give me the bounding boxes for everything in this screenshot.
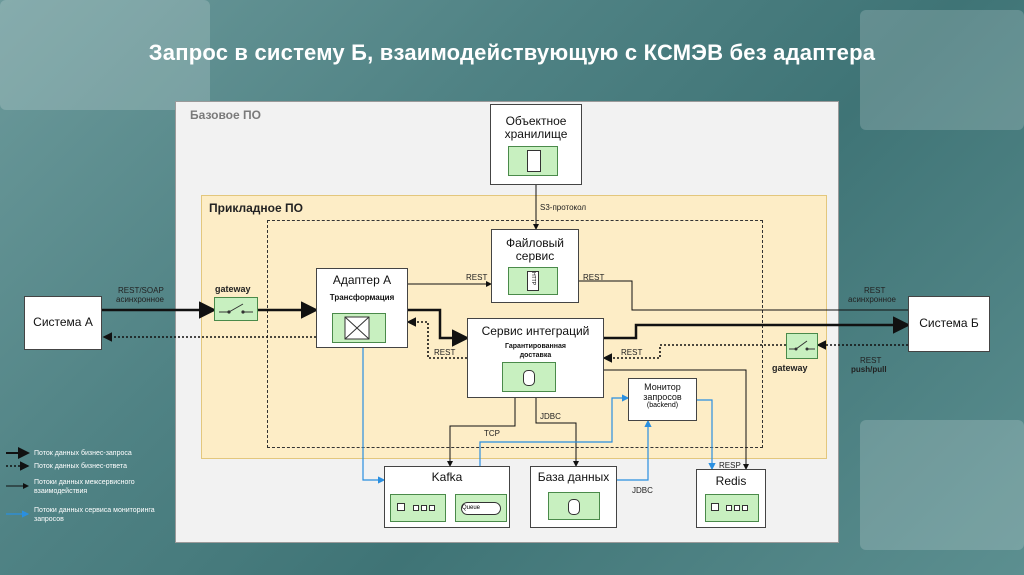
rest-integration-return-label: REST xyxy=(621,348,643,357)
transformation-label: Трансформация xyxy=(329,293,395,302)
object-storage-node[interactable]: Объектное хранилище xyxy=(490,104,582,185)
request-flow-integration-b xyxy=(602,316,911,340)
producer-icon xyxy=(397,503,405,511)
http-tag: HTTP xyxy=(530,272,536,286)
object-storage-component xyxy=(508,146,558,176)
base-software-title: Базовое ПО xyxy=(190,108,261,122)
s3-protocol-label: S3-протокол xyxy=(540,203,587,212)
rest-soap-label: REST/SOAP xyxy=(118,286,164,295)
integration-kafka-link xyxy=(447,393,518,467)
async-right-label: асинхронное xyxy=(848,295,896,304)
legend-monitoring: Потоки данных сервиса мониторинга запрос… xyxy=(34,507,155,523)
switch-icon xyxy=(219,303,253,314)
response-flow-gateway-integration xyxy=(602,344,786,363)
jdbc-monitor-label: JDBC xyxy=(632,486,653,495)
file-service-label: Файловый сервис xyxy=(505,236,564,263)
system-b-label: Система Б xyxy=(919,316,979,330)
database-label: База данных xyxy=(537,470,610,484)
transformation-component xyxy=(332,313,386,343)
background-shape xyxy=(860,10,1024,130)
rest-file-right-label: REST xyxy=(583,273,605,282)
guaranteed-delivery-label: Гарантированная доставка xyxy=(505,343,566,359)
background-shape xyxy=(860,420,1024,550)
integration-service-label: Сервис интеграций xyxy=(481,324,590,338)
database-component xyxy=(548,492,600,520)
redis-label: Redis xyxy=(715,474,747,488)
system-a-node[interactable]: Система А xyxy=(24,296,102,350)
delivery-component xyxy=(502,362,556,392)
monitor-redis-link xyxy=(691,396,716,471)
tcp-label: TCP xyxy=(484,429,500,438)
integration-redis-link xyxy=(599,367,749,470)
legend-business-response: Поток данных бизнес-ответа xyxy=(34,463,127,470)
producer-icon xyxy=(421,505,427,511)
file-b-link xyxy=(565,278,908,311)
queue-label: Queue xyxy=(462,505,481,511)
queue-icon: Queue xyxy=(461,502,501,515)
kafka-monitor-link xyxy=(479,394,630,466)
response-flow-integration-adapter xyxy=(406,317,467,359)
gateway-right-component xyxy=(786,333,818,359)
gateway-left-component xyxy=(214,297,258,321)
slide-title: Запрос в систему Б, взаимодействующую с … xyxy=(148,40,876,65)
database-icon xyxy=(568,499,580,515)
http-icon: HTTP xyxy=(527,271,539,291)
switch-icon xyxy=(789,340,815,351)
request-monitor-node[interactable]: Монитор запросов (backend) xyxy=(628,378,697,421)
gateway-right-label: gateway xyxy=(772,363,808,373)
rest-right-label: REST xyxy=(864,286,886,295)
db-monitor-link xyxy=(617,419,652,481)
async-left-label: асинхронное xyxy=(116,295,164,304)
rest-push-label: REST xyxy=(860,356,882,365)
jdbc-integration-label: JDBC xyxy=(540,412,561,421)
background-shape xyxy=(0,0,210,110)
kafka-queue-component: Queue xyxy=(455,494,507,522)
redis-icon xyxy=(742,505,748,511)
object-storage-label: Объектное хранилище xyxy=(504,114,568,141)
database-node[interactable]: База данных xyxy=(530,466,617,528)
adapter-kafka-monitor-link xyxy=(362,348,386,484)
redis-component xyxy=(705,494,759,522)
producer-icon xyxy=(429,505,435,511)
applied-software-title: Прикладное ПО xyxy=(209,201,303,215)
adapter-a-label: Адаптер А xyxy=(332,273,392,287)
redis-icon xyxy=(726,505,732,511)
system-a-label: Система А xyxy=(33,315,93,329)
monitor-label: Монитор запросов xyxy=(643,382,682,402)
gateway-left-label: gateway xyxy=(215,284,251,294)
legend-interservice: Потоки данных межсервисного взаимодейств… xyxy=(34,479,135,495)
push-pull-label: push/pull xyxy=(851,365,887,374)
resp-label: RESP xyxy=(719,461,741,470)
storage-icon xyxy=(527,150,541,172)
integration-service-node[interactable]: Сервис интеграций Гарантированная достав… xyxy=(467,318,604,398)
integration-db-link xyxy=(533,393,579,467)
database-icon xyxy=(523,370,535,386)
rest-adapter-return-label: REST xyxy=(434,348,456,357)
legend-business-request: Поток данных бизнес-запроса xyxy=(34,450,132,457)
request-flow-adapter-integration xyxy=(406,308,470,347)
producer-icon xyxy=(413,505,419,511)
system-b-node[interactable]: Система Б xyxy=(908,296,990,352)
redis-icon xyxy=(734,505,740,511)
transform-icon xyxy=(344,316,370,340)
monitor-backend-label: (backend) xyxy=(646,402,679,409)
kafka-producer-component xyxy=(390,494,446,522)
rest-adapter-file-label: REST xyxy=(466,273,488,282)
file-service-component: HTTP xyxy=(508,267,558,295)
redis-icon xyxy=(711,503,719,511)
kafka-label: Kafka xyxy=(431,470,463,484)
